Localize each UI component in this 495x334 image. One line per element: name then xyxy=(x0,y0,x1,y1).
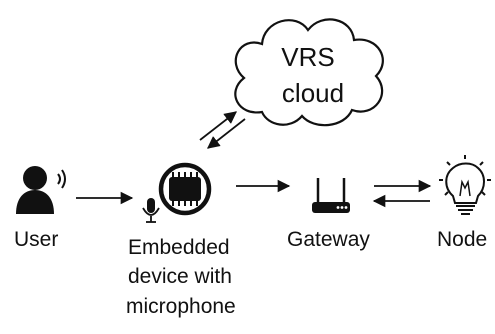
node-label: Node xyxy=(437,228,488,251)
device-label-line2: device with xyxy=(128,265,232,288)
lightbulb-icon xyxy=(439,155,491,215)
person-icon xyxy=(16,166,66,214)
cloud-shape xyxy=(234,18,384,127)
cloud-label-line1: VRS xyxy=(281,42,335,72)
router-icon xyxy=(312,178,350,213)
device-label-line1: Embedded xyxy=(128,236,230,259)
arrow-cloud-to-device xyxy=(207,118,246,149)
microphone-icon xyxy=(142,198,160,223)
user-label: User xyxy=(14,228,59,251)
cloud-label-line2: cloud xyxy=(281,78,345,108)
arrow-device-to-cloud xyxy=(199,111,237,141)
gateway-label: Gateway xyxy=(287,228,370,251)
device-label-line3: microphone xyxy=(126,295,236,318)
microchip-icon xyxy=(158,162,212,216)
